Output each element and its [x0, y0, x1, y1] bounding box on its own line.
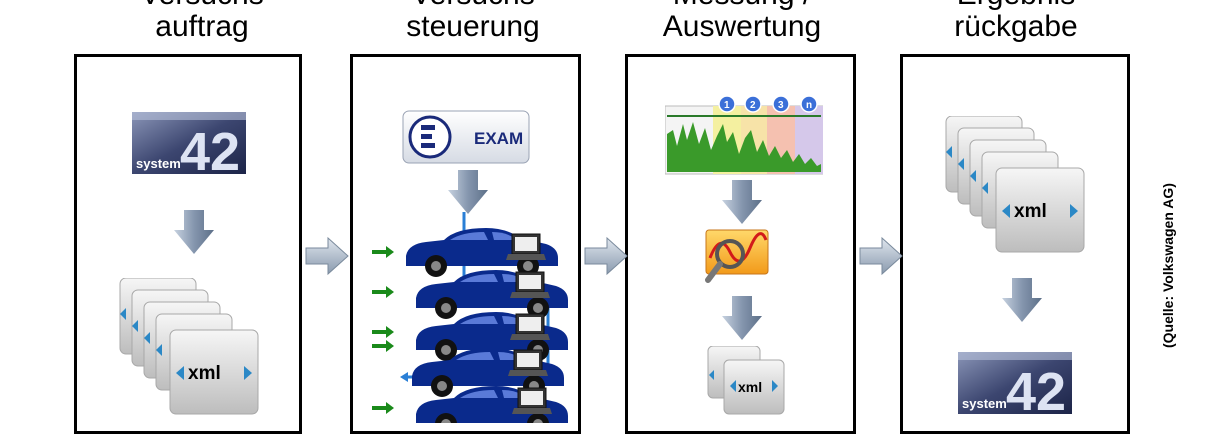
system42-logo: system 42 — [958, 352, 1072, 414]
column-title-line2: steuerung — [406, 10, 540, 43]
column-title-line1: Versuchs — [333, 0, 613, 12]
arrow-down-icon — [722, 180, 762, 224]
system42-logo: system 42 — [132, 112, 246, 174]
arrow-down-icon — [1002, 278, 1042, 322]
system42-word: system — [136, 156, 181, 171]
chart-marker-2: 2 — [750, 100, 756, 111]
source-note: (Quelle: Volkswagen AG) — [1160, 183, 1176, 348]
column-title-line2: rückgabe — [954, 10, 1078, 43]
chart-marker-1: 1 — [724, 100, 730, 111]
column-title-line1: Versuchs — [62, 0, 342, 12]
chart-marker-3: 3 — [778, 100, 784, 111]
system42-number: 42 — [1006, 362, 1066, 414]
column-title-line2: auftrag — [155, 10, 249, 43]
chart-marker-n: n — [806, 100, 812, 111]
column-title-line2: Auswertung — [662, 10, 822, 43]
system42-word: system — [962, 396, 1007, 411]
xml-label: xml — [738, 379, 762, 395]
flow-arrow-right-icon — [584, 236, 628, 276]
xml-document-stack: xml — [945, 116, 1085, 253]
arrow-down-icon — [174, 210, 214, 254]
column-title-line1: Messung / — [602, 0, 882, 12]
xml-document-stack: xml — [707, 346, 785, 415]
flow-arrow-right-icon — [305, 236, 349, 276]
exam-label: EXAM — [474, 129, 523, 148]
flow-arrow-right-icon — [859, 236, 903, 276]
column-title-line1: Ergebnis — [876, 0, 1156, 12]
system42-number: 42 — [180, 122, 240, 174]
arrow-down-icon — [722, 296, 762, 340]
xml-label: xml — [1014, 201, 1047, 222]
arrow-down-icon — [448, 170, 488, 214]
measurement-chart-thumbnail: 1 2 3 n — [665, 95, 823, 175]
xml-label: xml — [188, 363, 221, 384]
exam-logo: EXAM — [402, 110, 530, 164]
xml-document-stack: xml — [119, 278, 259, 415]
signal-analysis-icon — [705, 229, 769, 283]
test-vehicles-with-laptops — [372, 212, 568, 423]
chart-marker-group: 1 2 3 n — [718, 95, 818, 113]
